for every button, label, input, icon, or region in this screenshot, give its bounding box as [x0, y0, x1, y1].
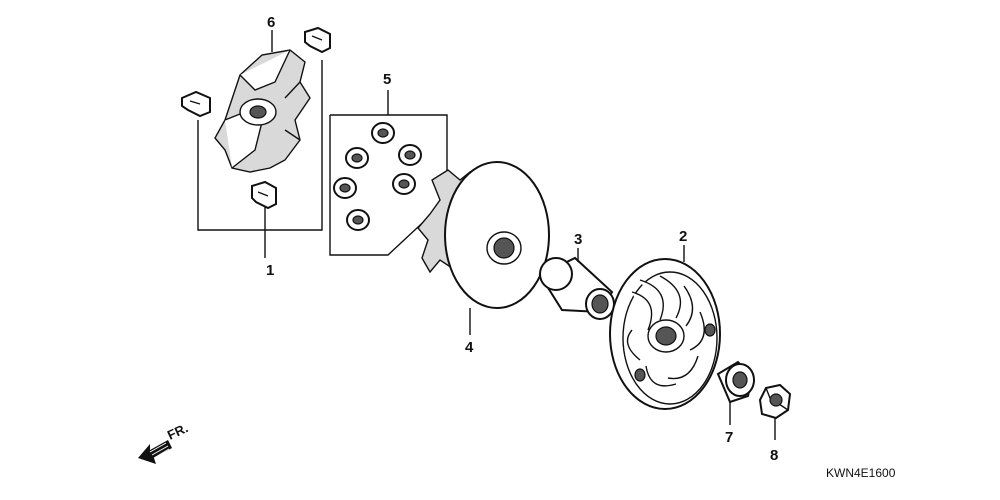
callout-part-7: 7: [725, 429, 733, 446]
weight-roller[interactable]: [333, 177, 357, 199]
weight-roller[interactable]: [345, 147, 369, 169]
weight-roller[interactable]: [398, 144, 422, 166]
callout-part-4: 4: [465, 339, 474, 356]
weight-roller[interactable]: [346, 209, 370, 231]
movable-drive-face[interactable]: [417, 161, 550, 309]
callout-part-6: 6: [267, 14, 275, 31]
weight-roller[interactable]: [371, 122, 395, 144]
drive-face-collar[interactable]: [538, 256, 615, 320]
weight-roller[interactable]: [392, 173, 416, 195]
nut[interactable]: [758, 383, 792, 420]
drive-face[interactable]: [609, 258, 721, 410]
arrow-left-icon: [138, 440, 172, 464]
callout-part-8: 8: [770, 447, 778, 464]
ramp-plate[interactable]: [214, 49, 311, 173]
callout-part-3: 3: [574, 231, 582, 248]
slider-bottom[interactable]: [251, 180, 277, 210]
callout-part-1: 1: [266, 262, 274, 279]
slider-top-right[interactable]: [304, 26, 331, 54]
slider-left[interactable]: [181, 90, 211, 118]
direction-label: FR.: [165, 420, 190, 442]
callout-part-2: 2: [679, 228, 687, 245]
front-direction-indicator: FR.: [138, 420, 190, 464]
bracket-part-1: [197, 60, 323, 258]
washer[interactable]: [716, 360, 755, 404]
bracket-part-5: [329, 90, 448, 256]
diagram-code: KWN4E1600: [826, 466, 896, 480]
callout-part-5: 5: [383, 71, 391, 88]
